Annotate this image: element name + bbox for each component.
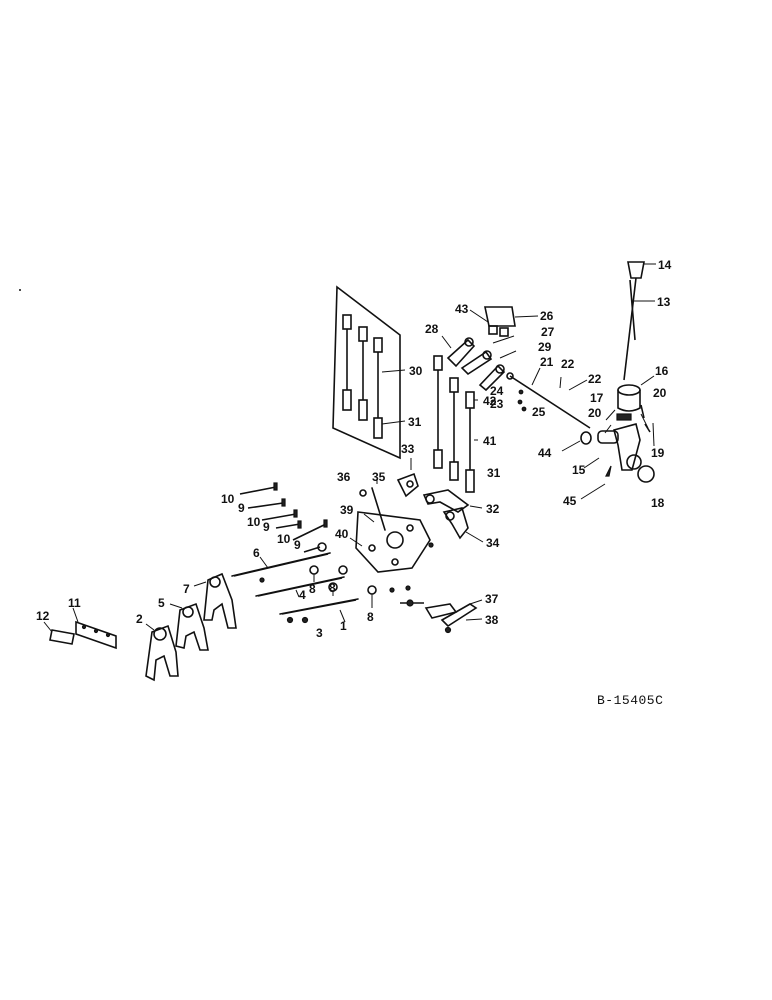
callout-29: 29: [538, 340, 552, 354]
plate-bracket: [469, 306, 539, 337]
callout-14: 14: [658, 258, 672, 272]
callout-38: 38: [485, 613, 499, 627]
callout-21: 21: [540, 355, 554, 369]
callout-42: 42: [483, 394, 497, 408]
drawing-number: B-15405C: [597, 693, 664, 708]
callout-26: 26: [540, 309, 554, 323]
callout-2: 2: [136, 612, 143, 626]
small-arm-and-pin: [359, 458, 419, 531]
callout-10c: 10: [277, 532, 291, 546]
callout-24: 24: [490, 384, 504, 398]
callout-32: 32: [486, 502, 500, 516]
lower-arms: [422, 489, 484, 543]
callout-16: 16: [655, 364, 669, 378]
callout-40: 40: [335, 527, 349, 541]
callout-8c: 8: [367, 610, 374, 624]
callout-20b: 20: [588, 406, 602, 420]
callout-15: 15: [572, 463, 586, 477]
center-rods: [433, 355, 475, 493]
callout-4: 4: [299, 588, 306, 602]
callout-43: 43: [455, 302, 469, 316]
callout-34: 34: [486, 536, 500, 550]
callout-19: 19: [651, 446, 665, 460]
callout-37: 37: [485, 592, 499, 606]
callout-12: 12: [36, 609, 50, 623]
callout-17: 17: [590, 391, 604, 405]
callout-9b: 9: [263, 520, 270, 534]
callout-35: 35: [372, 470, 386, 484]
shift-lever: [623, 261, 656, 381]
callout-45: 45: [563, 494, 577, 508]
callout-22a: 22: [561, 357, 575, 371]
callout-5: 5: [158, 596, 165, 610]
callout-13: 13: [657, 295, 671, 309]
shifter-housing-plate: [349, 511, 434, 573]
cross-shaft: [506, 367, 591, 429]
callout-18: 18: [651, 496, 665, 510]
callout-36: 36: [337, 470, 351, 484]
bellcrank-arms: [441, 335, 517, 392]
callout-30: 30: [409, 364, 423, 378]
callout-44: 44: [538, 446, 552, 460]
callout-10a: 10: [221, 492, 235, 506]
callout-39: 39: [340, 503, 354, 517]
callout-9c: 9: [294, 538, 301, 552]
callout-31b: 31: [487, 466, 501, 480]
callout-1: 1: [340, 619, 347, 633]
callout-20a: 20: [653, 386, 667, 400]
callout-22b: 22: [588, 372, 602, 386]
stray-mark: [19, 289, 21, 291]
callout-33: 33: [401, 442, 415, 456]
detent-linkage: [389, 585, 483, 634]
callout-11: 11: [68, 596, 81, 610]
callout-10b: 10: [247, 515, 261, 529]
lever-housing: [561, 375, 655, 500]
callout-8a: 8: [309, 582, 316, 596]
shift-rails: [231, 552, 377, 624]
callout-6: 6: [253, 546, 260, 560]
callout-28: 28: [425, 322, 439, 336]
rod-inset-panel: [332, 285, 406, 460]
callout-3: 3: [316, 626, 323, 640]
callout-7: 7: [183, 582, 190, 596]
callout-27: 27: [541, 325, 555, 339]
callout-31a: 31: [408, 415, 422, 429]
callout-25: 25: [532, 405, 546, 419]
callout-labels: 1 2 3 4 5 6 7 8 8 8 9 9 9 10 10 10 11 12…: [36, 258, 672, 640]
bolts-and-pins: [239, 482, 328, 553]
callout-9a: 9: [238, 501, 245, 515]
interlock-parts: [43, 607, 117, 650]
callout-23: 23: [490, 397, 504, 411]
shift-forks: [145, 572, 237, 682]
callout-41: 41: [483, 434, 497, 448]
callout-8b: 8: [329, 581, 336, 595]
